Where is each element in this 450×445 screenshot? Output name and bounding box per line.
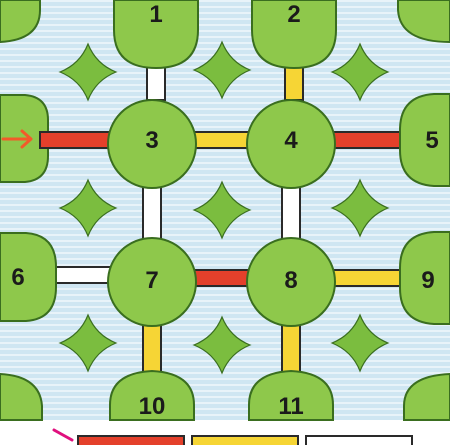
island-label-4: 4 — [284, 127, 298, 154]
bridge-4-5[interactable] — [332, 132, 406, 148]
island-3[interactable]: 3 — [108, 100, 196, 188]
island-label-11: 11 — [278, 393, 303, 420]
island-6[interactable]: 6 — [0, 233, 56, 321]
legend-yellow-box — [192, 436, 298, 445]
island-label-9: 9 — [421, 267, 434, 294]
bridge-8-9[interactable] — [330, 270, 402, 286]
island-10[interactable]: 10 — [110, 371, 194, 420]
island-label-5: 5 — [425, 127, 438, 154]
island-8[interactable]: 8 — [247, 238, 335, 326]
island-5[interactable]: 5 — [400, 94, 450, 186]
island-label-8: 8 — [284, 267, 297, 294]
island-7[interactable]: 7 — [108, 238, 196, 326]
island-2[interactable]: 2 — [252, 0, 336, 68]
island-4[interactable]: 4 — [247, 100, 335, 188]
island-label-10: 10 — [139, 393, 166, 420]
bridge-start-3[interactable] — [40, 132, 112, 148]
island-label-3: 3 — [145, 127, 158, 154]
island-1[interactable]: 1 — [114, 0, 198, 68]
legend-white-box — [306, 436, 412, 445]
legend-red-box — [78, 436, 184, 445]
island-label-6: 6 — [11, 264, 24, 291]
legend-pointer-icon — [54, 430, 72, 440]
island-label-2: 2 — [287, 1, 300, 28]
island-label-1: 1 — [149, 1, 162, 28]
legend-strip — [0, 420, 450, 445]
island-9[interactable]: 9 — [400, 232, 450, 324]
island-11[interactable]: 11 — [249, 371, 333, 420]
island-label-7: 7 — [145, 267, 158, 294]
